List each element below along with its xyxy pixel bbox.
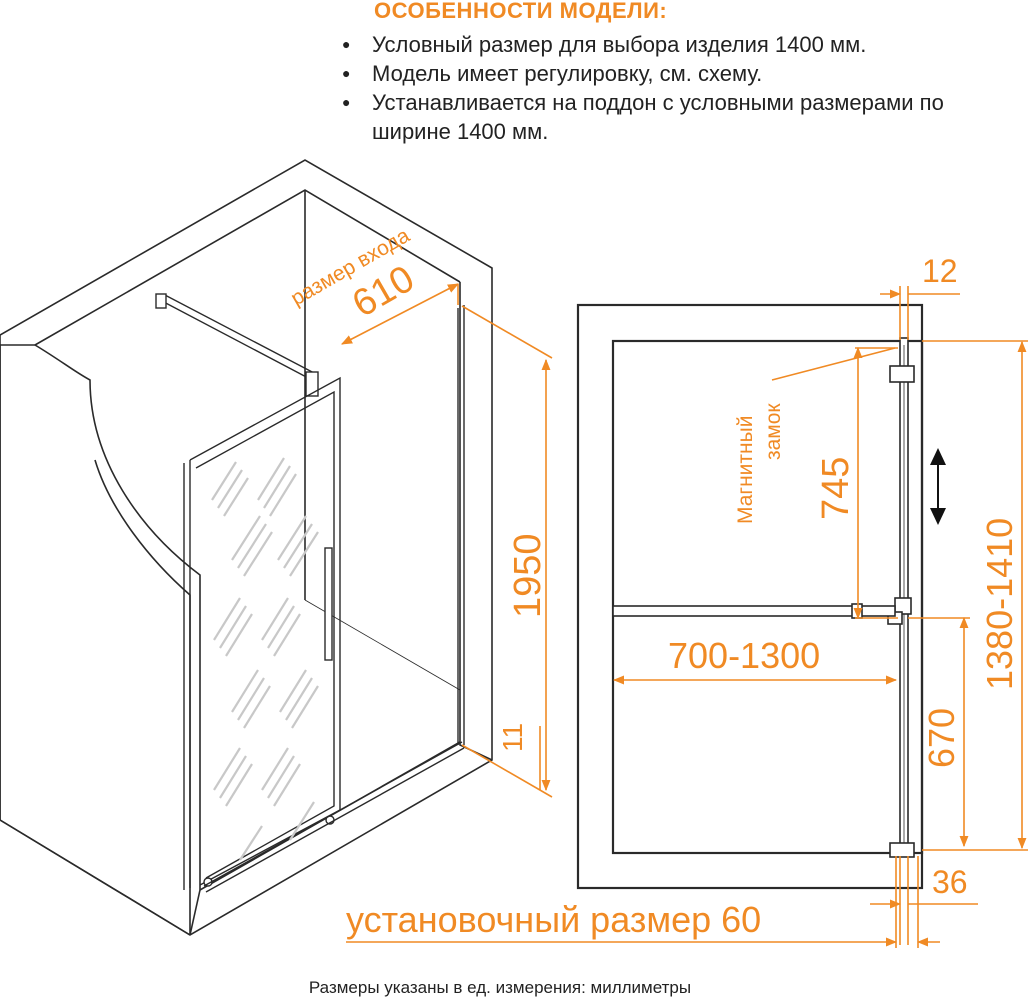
total-range-label: 1380-1410 (979, 518, 1020, 690)
glass-panel (183, 376, 465, 893)
magnet-label-1: Магнитный (734, 416, 757, 524)
adjust-arrow-icon (930, 448, 946, 525)
plan-dimensions: 12 745 Магнитный замок 700-1300 670 1380… (346, 253, 1028, 948)
bottom-gap-label: 11 (497, 723, 528, 752)
features-title: ОСОБЕННОСТИ МОДЕЛИ: (374, 0, 668, 23)
plan-profile (612, 337, 915, 858)
feature-item: Модель имеет регулировку, см. схему. (340, 59, 1022, 88)
bottom-offset-label: 36 (932, 864, 968, 900)
height-label: 1950 (507, 533, 549, 618)
iso-dimensions: размер входа 610 1950 11 (287, 224, 553, 798)
iso-niche (0, 159, 493, 936)
plan-frame (576, 303, 924, 890)
stabilizer-bar (155, 293, 319, 397)
features-list: Условный размер для выбора изделия 1400 … (340, 30, 1022, 146)
wall-profile (457, 305, 465, 745)
footer-note: Размеры указаны в ед. измерения: миллиме… (308, 978, 692, 997)
install-size-label: установочный размер 60 (346, 899, 761, 940)
feature-item: Устанавливается на поддон с условными ра… (340, 88, 1022, 146)
feature-item: Условный размер для выбора изделия 1400 … (340, 30, 1022, 59)
glass-pattern (211, 457, 319, 861)
top-offset-label: 12 (922, 253, 958, 289)
magnet-label-2: замок (762, 403, 785, 460)
bar-range-label: 700-1300 (668, 635, 820, 676)
lower-dim-label: 670 (921, 708, 962, 768)
upper-dim-label: 745 (815, 457, 857, 520)
